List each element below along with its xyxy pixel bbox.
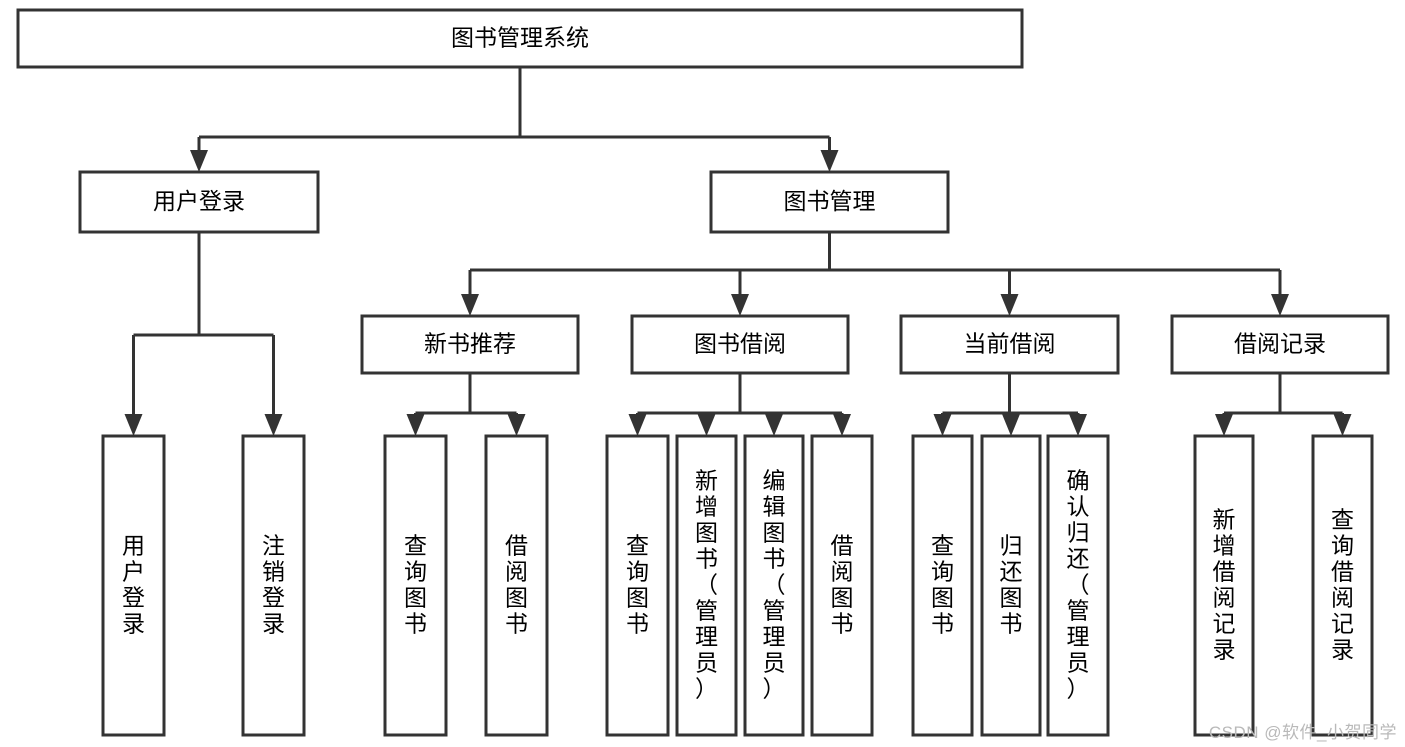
node-leaf-query-record-rect bbox=[1311, 434, 1374, 737]
arrow-head bbox=[124, 414, 143, 436]
node-leaf-query-book-2-label: 查询图书 bbox=[626, 533, 649, 637]
node-leaf-query-book-3-rect bbox=[911, 434, 974, 737]
node-leaf-query-book-3[interactable]: 查询图书 bbox=[911, 434, 974, 737]
node-book-borrow[interactable]: 图书借阅 bbox=[630, 314, 850, 375]
arrow-head bbox=[461, 294, 479, 316]
node-leaf-edit-book-label: 编辑图书（管理员） bbox=[763, 468, 786, 702]
arrow-head bbox=[697, 414, 716, 436]
arrow-head bbox=[507, 414, 526, 436]
node-leaf-query-book-1-label: 查询图书 bbox=[404, 533, 427, 637]
arrow-head bbox=[1333, 414, 1352, 436]
node-leaf-query-book-1-rect bbox=[383, 434, 448, 737]
node-leaf-query-record[interactable]: 查询借阅记录 bbox=[1311, 434, 1374, 737]
node-book-manage[interactable]: 图书管理 bbox=[709, 170, 950, 234]
node-leaf-add-record-rect bbox=[1193, 434, 1255, 737]
node-layer: 图书管理系统用户登录图书管理新书推荐图书借阅当前借阅借阅记录用户登录注销登录查询… bbox=[16, 8, 1390, 737]
connector-layer bbox=[124, 67, 1352, 436]
node-leaf-add-book[interactable]: 新增图书（管理员） bbox=[675, 434, 738, 737]
arrow-head bbox=[406, 414, 425, 436]
node-leaf-add-record-label: 新增借阅记录 bbox=[1213, 507, 1236, 663]
node-user-login[interactable]: 用户登录 bbox=[78, 170, 320, 234]
node-book-borrow-label: 图书借阅 bbox=[694, 331, 786, 357]
node-leaf-borrow-book-1[interactable]: 借阅图书 bbox=[484, 434, 549, 737]
node-leaf-add-record[interactable]: 新增借阅记录 bbox=[1193, 434, 1255, 737]
node-borrow-record-label: 借阅记录 bbox=[1234, 331, 1326, 357]
arrow-head bbox=[264, 414, 283, 436]
node-user-login-label: 用户登录 bbox=[153, 188, 245, 214]
node-leaf-confirm-return-label: 确认归还（管理员） bbox=[1067, 468, 1090, 702]
arrow-head bbox=[731, 294, 749, 316]
node-current-borrow-label: 当前借阅 bbox=[964, 331, 1056, 357]
node-leaf-edit-book-rect bbox=[743, 434, 805, 737]
node-book-manage-label: 图书管理 bbox=[784, 188, 876, 214]
arrow-head bbox=[1002, 414, 1020, 436]
node-leaf-add-book-label: 新增图书（管理员） bbox=[695, 468, 718, 702]
node-leaf-logout-login-rect bbox=[241, 434, 306, 737]
node-leaf-query-record-label: 查询借阅记录 bbox=[1331, 507, 1354, 663]
node-borrow-record[interactable]: 借阅记录 bbox=[1170, 314, 1390, 375]
node-book-manage-rect bbox=[709, 170, 950, 234]
node-leaf-return-book-rect bbox=[980, 434, 1042, 737]
node-leaf-query-book-3-label: 查询图书 bbox=[931, 533, 954, 637]
node-borrow-record-rect bbox=[1170, 314, 1390, 375]
arrow-head bbox=[833, 414, 851, 436]
arrow-head bbox=[1215, 414, 1233, 436]
node-leaf-borrow-book-2[interactable]: 借阅图书 bbox=[810, 434, 874, 737]
node-leaf-user-login-rect bbox=[101, 434, 166, 737]
node-leaf-borrow-book-1-label: 借阅图书 bbox=[505, 533, 528, 637]
arrow-head bbox=[765, 414, 783, 436]
node-new-book-recommend[interactable]: 新书推荐 bbox=[360, 314, 580, 375]
node-leaf-logout-login-label: 注销登录 bbox=[262, 533, 285, 637]
arrow-head bbox=[1000, 294, 1019, 316]
arrow-head bbox=[1271, 294, 1289, 316]
node-leaf-borrow-book-2-label: 借阅图书 bbox=[831, 533, 854, 637]
node-leaf-user-login[interactable]: 用户登录 bbox=[101, 434, 166, 737]
node-leaf-logout-login[interactable]: 注销登录 bbox=[241, 434, 306, 737]
node-leaf-edit-book[interactable]: 编辑图书（管理员） bbox=[743, 434, 805, 737]
node-leaf-query-book-1[interactable]: 查询图书 bbox=[383, 434, 448, 737]
node-current-borrow[interactable]: 当前借阅 bbox=[899, 314, 1120, 375]
node-new-book-recommend-label: 新书推荐 bbox=[424, 331, 516, 357]
node-user-login-rect bbox=[78, 170, 320, 234]
node-leaf-add-book-rect bbox=[675, 434, 738, 737]
node-leaf-return-book[interactable]: 归还图书 bbox=[980, 434, 1042, 737]
node-book-borrow-rect bbox=[630, 314, 850, 375]
node-title-rect bbox=[16, 8, 1024, 69]
arrow-head bbox=[1069, 414, 1087, 436]
arrow-head bbox=[190, 150, 208, 172]
node-leaf-confirm-return-rect bbox=[1046, 434, 1110, 737]
arrow-head bbox=[820, 150, 839, 172]
node-leaf-return-book-label: 归还图书 bbox=[1000, 533, 1023, 637]
node-leaf-confirm-return[interactable]: 确认归还（管理员） bbox=[1046, 434, 1110, 737]
node-current-borrow-rect bbox=[899, 314, 1120, 375]
node-new-book-recommend-rect bbox=[360, 314, 580, 375]
node-leaf-query-book-2[interactable]: 查询图书 bbox=[605, 434, 670, 737]
arrow-head bbox=[933, 414, 952, 436]
node-leaf-query-book-2-rect bbox=[605, 434, 670, 737]
node-leaf-borrow-book-1-rect bbox=[484, 434, 549, 737]
node-title-label: 图书管理系统 bbox=[451, 25, 589, 51]
node-leaf-borrow-book-2-rect bbox=[810, 434, 874, 737]
node-title[interactable]: 图书管理系统 bbox=[16, 8, 1024, 69]
arrow-head bbox=[628, 414, 647, 436]
node-leaf-user-login-label: 用户登录 bbox=[122, 533, 145, 637]
